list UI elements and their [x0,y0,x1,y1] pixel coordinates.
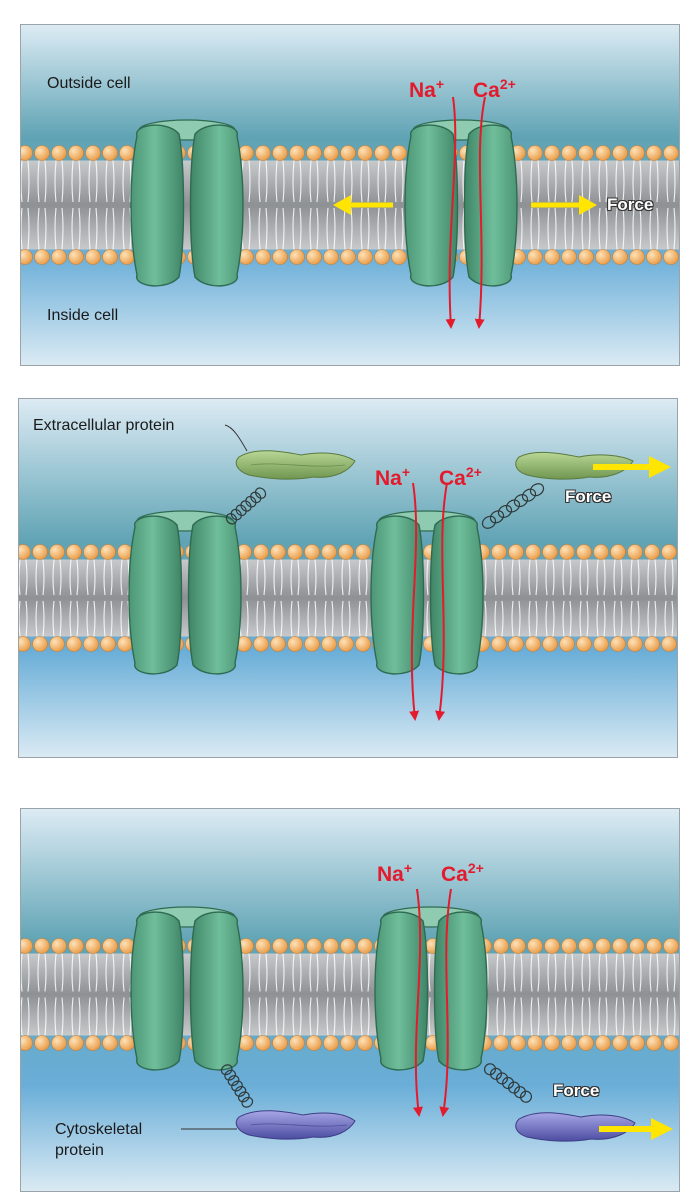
cytoskeletal-protein-right [515,1112,636,1142]
cytoskeletal-protein-left [235,1110,356,1140]
force-arrow-right [599,1118,673,1140]
tether-spring-left [225,487,267,525]
ion-flow-arrows [413,888,452,1117]
force-label: Force [607,195,654,214]
inside-cell-label: Inside cell [47,307,119,324]
calcium-ion-label: Ca2+ [441,860,484,886]
tether-spring-left [220,1064,254,1108]
panel-3-illustration [21,809,679,1191]
panel-1-illustration [21,25,679,365]
extracellular-protein-left [235,450,356,480]
force-arrow-right [531,195,597,215]
ion-flow-arrows [409,482,448,721]
force-arrow-left [333,195,393,215]
label-leader-line [224,424,248,452]
tether-spring-right [481,483,545,529]
sodium-ion-label: Na+ [409,76,445,102]
extracellular-protein-right [515,451,634,480]
ion-flow-arrows [445,96,486,329]
channel-right [404,119,518,287]
sodium-ion-label: Na+ [377,860,413,886]
force-label: Force [565,487,612,506]
channel-left [130,906,244,1071]
cytoskeletal-protein-label: Cytoskeletal protein [55,1121,143,1159]
panel-2-illustration [19,399,677,757]
channel-left [130,119,244,287]
force-arrow-right [593,456,671,478]
panel-cytoskeletal-tether: Cytoskeletal protein Na+ Ca2+ Force [20,808,680,1192]
calcium-ion-label: Ca2+ [473,76,516,102]
panel-channel-membrane-stretch: Outside cell Inside cell Na+ Ca2+ Force [20,24,680,366]
force-label: Force [553,1081,600,1100]
lipid-bilayer [19,544,677,652]
channel-left [128,510,242,675]
lipid-bilayer [21,938,679,1051]
tether-spring-right [483,1063,533,1103]
calcium-ion-label: Ca2+ [439,464,482,490]
extracellular-protein-label: Extracellular protein [33,417,175,434]
sodium-ion-label: Na+ [375,464,411,490]
outside-cell-label: Outside cell [47,75,131,92]
panel-extracellular-tether: Extracellular protein Na+ Ca2+ Force [18,398,678,758]
